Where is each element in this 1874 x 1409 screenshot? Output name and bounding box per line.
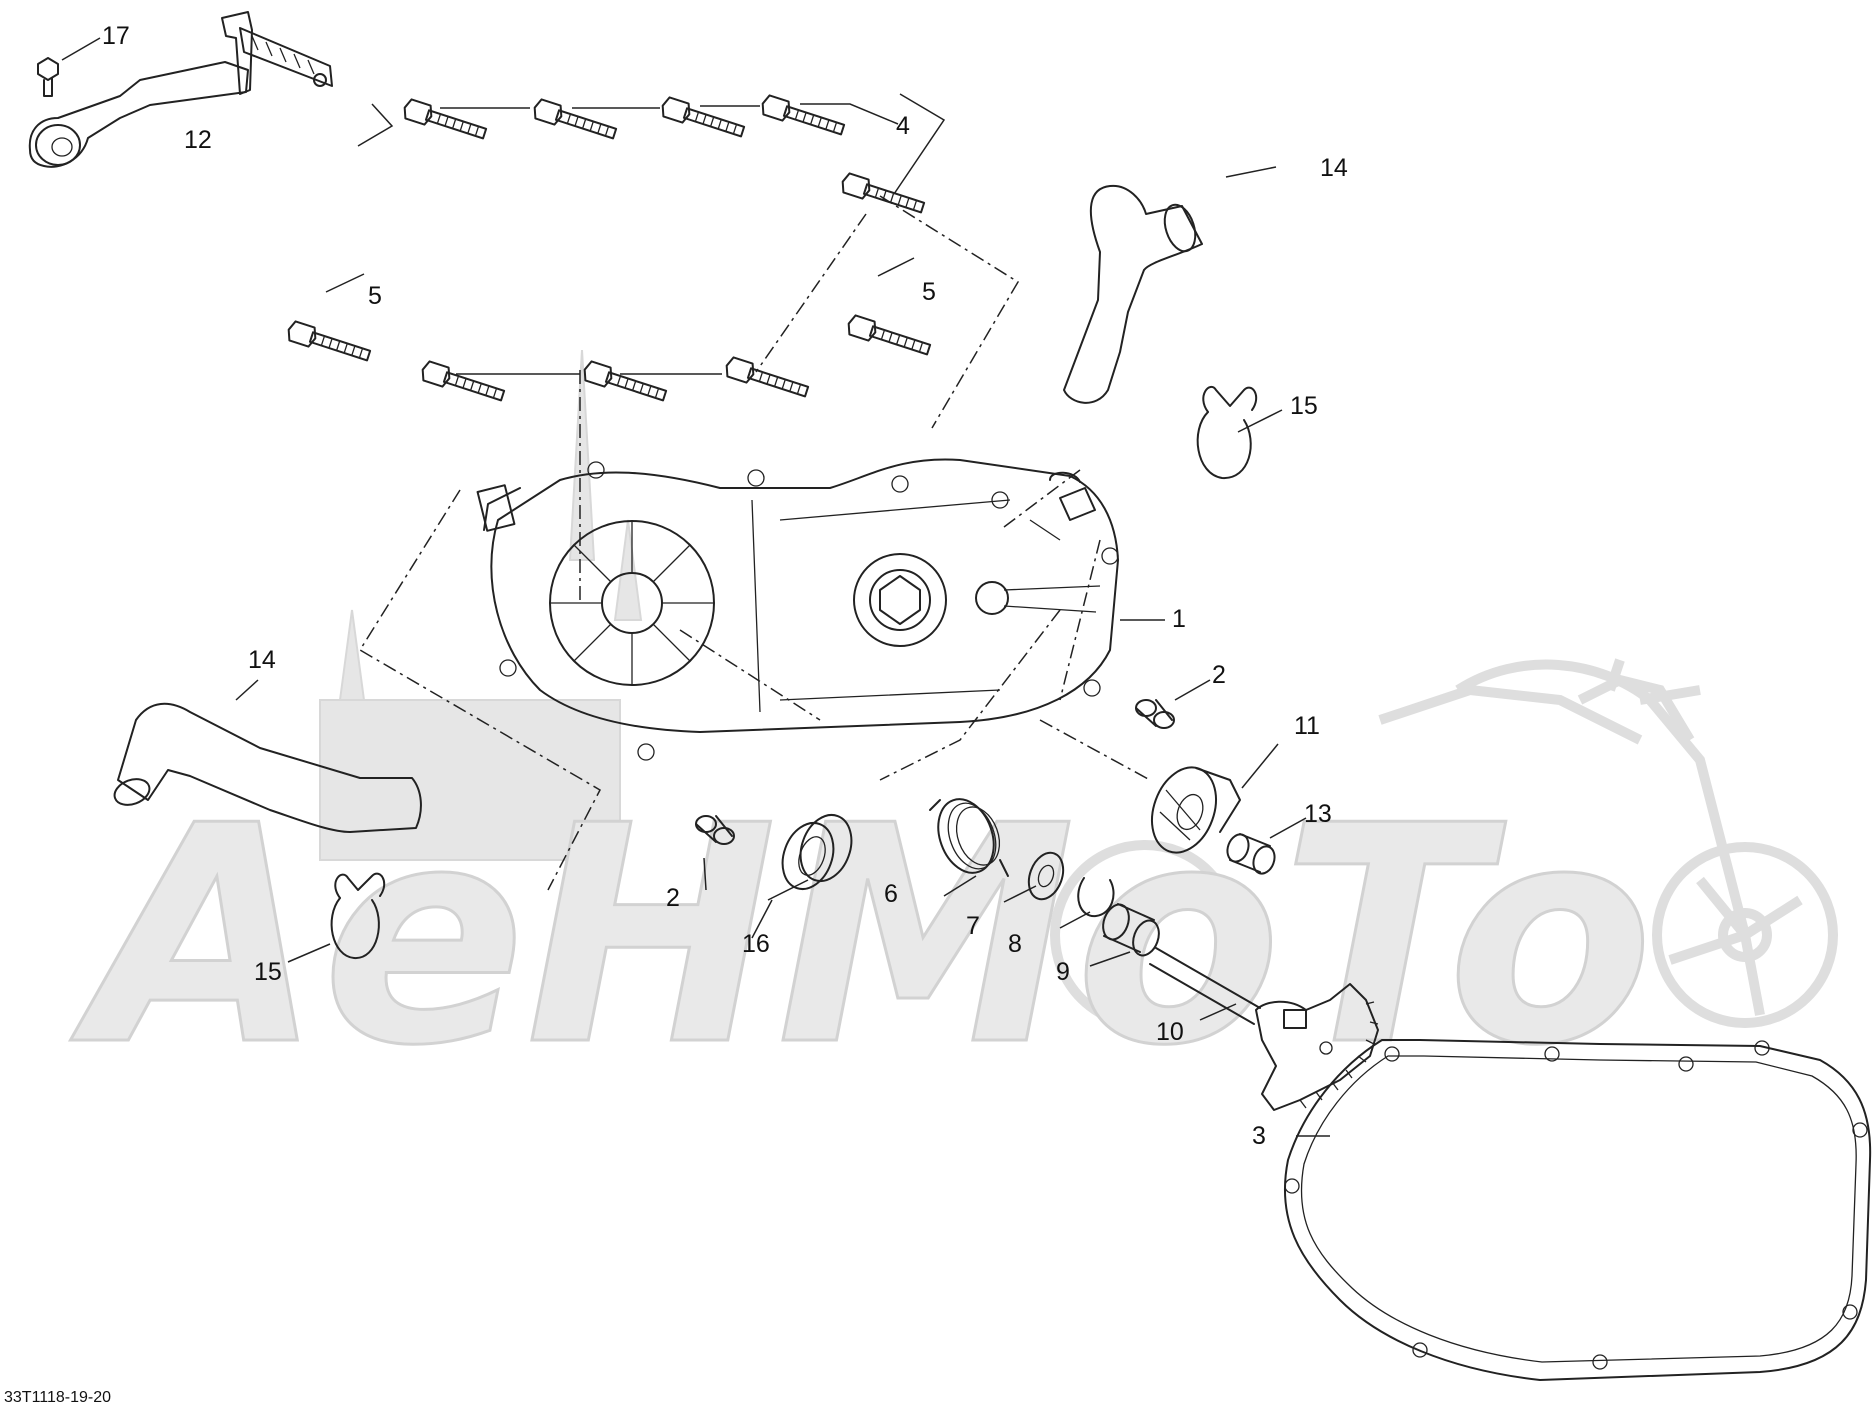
- watermark-towers: [319, 349, 643, 861]
- watermark-text: AeHMoTo: [67, 762, 1654, 1111]
- watermark-motorcycle: [1050, 658, 1838, 1030]
- circlip-part-8: [1077, 877, 1115, 918]
- callout-2-upper: 2: [1212, 661, 1226, 689]
- callout-4: 4: [896, 112, 910, 140]
- bolts-part-5: [287, 314, 932, 402]
- hose-part-14-lower: [113, 702, 422, 833]
- kick-lever-part-12: [28, 11, 333, 168]
- callout-15-upper: 15: [1290, 392, 1318, 420]
- callout-11: 11: [1294, 712, 1320, 740]
- hose-part-14-upper: [1063, 184, 1203, 404]
- dowel-part-2-upper: [1135, 699, 1175, 729]
- callout-16: 16: [742, 930, 770, 958]
- callout-14-upper: 14: [1320, 154, 1348, 182]
- bearing-part-16: [781, 814, 853, 890]
- bushing-part-9: [1102, 903, 1160, 957]
- bushing-part-13: [1226, 833, 1276, 875]
- callout-1: 1: [1172, 605, 1186, 633]
- callout-5-left: 5: [368, 282, 382, 310]
- leader-lines: [61, 37, 1330, 1137]
- bolt-part-17: [37, 57, 59, 97]
- callouts: 1 2 2 3 4 5 5 6 7 8 9 10 11 12 13 14 14 …: [102, 22, 1348, 1150]
- washer-part-7: [1027, 851, 1065, 901]
- callout-15-lower: 15: [254, 958, 282, 986]
- gasket-part-3: [1283, 1039, 1872, 1381]
- callout-13: 13: [1304, 800, 1332, 828]
- callout-8: 8: [1008, 930, 1022, 958]
- alignment-lines: [358, 195, 1151, 891]
- callout-10: 10: [1156, 1018, 1184, 1046]
- clip-part-15-upper: [1196, 385, 1258, 480]
- callout-14-lower: 14: [248, 646, 276, 674]
- dowel-part-2-lower: [695, 815, 735, 845]
- bolts-part-4: [403, 94, 926, 214]
- callout-2-lower: 2: [666, 884, 680, 912]
- kick-shaft-part-10: [1149, 947, 1379, 1111]
- callout-3: 3: [1252, 1122, 1266, 1150]
- callout-17: 17: [102, 22, 130, 50]
- cvt-cover-part-1: [476, 458, 1119, 761]
- clip-part-15-lower: [330, 872, 386, 960]
- spring-part-6: [929, 798, 1009, 877]
- callout-6: 6: [884, 880, 898, 908]
- callout-7: 7: [966, 912, 980, 940]
- callout-12: 12: [184, 126, 212, 154]
- guide-part-11: [1151, 766, 1241, 854]
- callout-5-right: 5: [922, 278, 936, 306]
- diagram-code: 33T1118-19-20: [4, 1389, 111, 1406]
- watermark: AeHMoTo: [65, 349, 1838, 1113]
- callout-9: 9: [1056, 958, 1070, 986]
